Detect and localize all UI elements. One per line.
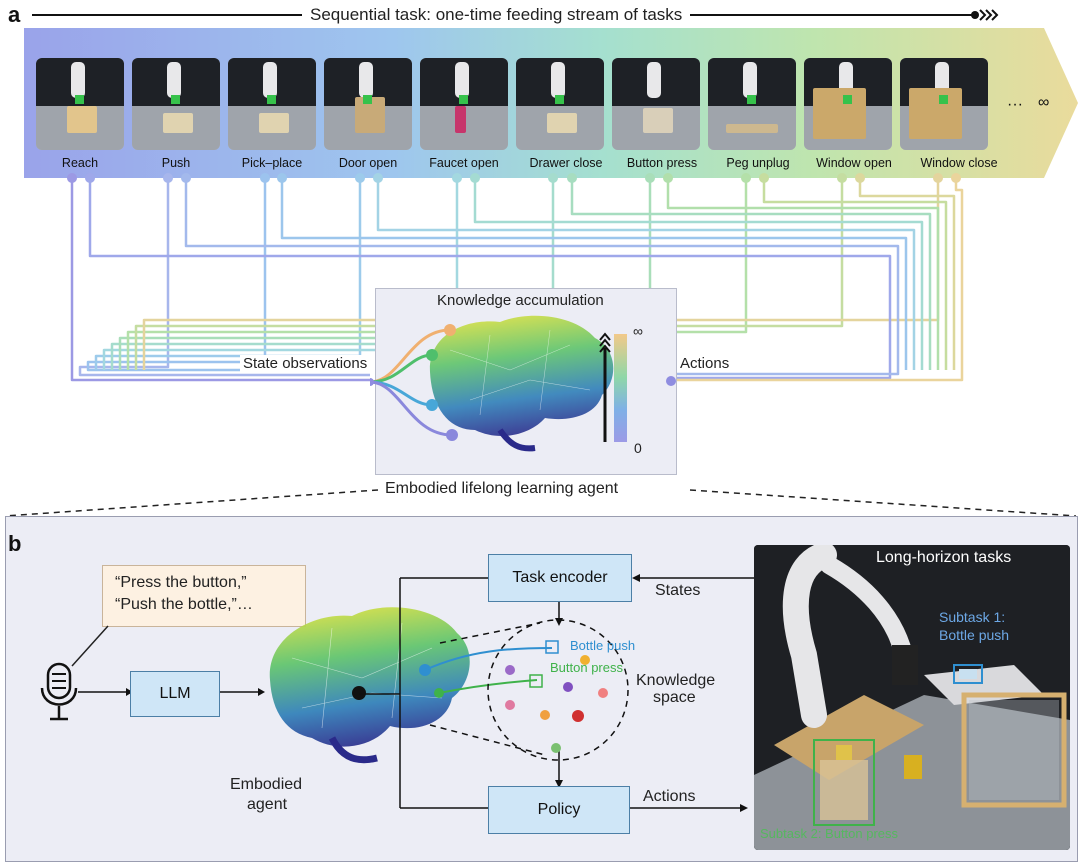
task-label-door-open: Door open xyxy=(338,156,398,170)
embodied-label-2: agent xyxy=(247,796,288,813)
brain-network-a xyxy=(370,315,614,452)
knowledge-space-circle xyxy=(487,619,629,761)
task-thumb-window-close xyxy=(900,58,988,150)
accumulation-colorbar xyxy=(599,332,627,442)
microphone-icon xyxy=(40,625,133,721)
robot-scene xyxy=(754,545,1070,850)
task-label-window-open: Window open xyxy=(816,156,892,170)
colorbar-min-label: 0 xyxy=(634,440,642,456)
knowledge-space-label-2: space xyxy=(653,689,696,706)
task-thumb-pick-place xyxy=(228,58,316,150)
panel-b-label: b xyxy=(8,531,22,556)
subtask-1-label-b: Bottle push xyxy=(939,627,1010,643)
speech-line-1: “Press the button,” xyxy=(115,574,247,591)
states-label: States xyxy=(655,582,701,599)
task-thumb-faucet-open xyxy=(420,58,508,150)
colorbar-max-label: ∞ xyxy=(633,323,643,339)
panel-a-label: a xyxy=(8,2,21,27)
zoom-lines xyxy=(4,489,1077,517)
speech-box: “Press the button,” “Push the bottle,”… xyxy=(102,565,306,627)
knowledge-accumulation-title: Knowledge accumulation xyxy=(437,292,604,309)
task-label-peg-unplug: Peg unplug xyxy=(726,156,790,170)
task-thumb-window-open xyxy=(804,58,892,150)
task-label-reach: Reach xyxy=(61,156,99,170)
task-label-faucet-open: Faucet open xyxy=(429,156,499,170)
embodied-label-1: Embodied xyxy=(230,776,303,793)
more-tasks-ellipsis: ··· xyxy=(1007,96,1023,113)
task-thumb-drawer-close xyxy=(516,58,604,150)
task-thumb-reach xyxy=(36,58,124,150)
task-label-window-close: Window close xyxy=(920,156,998,170)
subtask-2-label: Subtask 2: Button press xyxy=(760,826,899,841)
task-thumb-push xyxy=(132,58,220,150)
long-horizon-photo xyxy=(754,545,1070,850)
task-encoder-box: Task encoder xyxy=(488,554,632,602)
button-press-label: Button press xyxy=(550,660,623,675)
actions-label-b: Actions xyxy=(643,788,696,805)
actions-label: Actions xyxy=(677,355,733,372)
task-label-push: Push xyxy=(161,156,191,170)
task-label-button-press: Button press xyxy=(626,156,698,170)
long-horizon-title: Long-horizon tasks xyxy=(876,549,1012,566)
task-thumb-door-open xyxy=(324,58,412,150)
policy-box: Policy xyxy=(488,786,630,834)
knowledge-space-label-1: Knowledge xyxy=(636,672,716,689)
task-thumb-peg-unplug xyxy=(708,58,796,150)
state-observations-label: State observations xyxy=(240,355,371,372)
llm-arrow xyxy=(220,688,265,696)
task-label-drawer-close: Drawer close xyxy=(529,156,603,170)
speech-line-2: “Push the bottle,”… xyxy=(115,596,253,613)
embodied-agent-title: Embodied lifelong learning agent xyxy=(385,480,619,497)
llm-box: LLM xyxy=(130,671,220,717)
infinity-symbol: ∞ xyxy=(1038,94,1050,111)
actions-node xyxy=(666,376,676,386)
task-label-pick-place: Pick–place xyxy=(241,156,303,170)
bottle-push-label: Bottle push xyxy=(570,638,636,653)
sequence-title: Sequential task: one-time feeding stream… xyxy=(302,5,691,25)
task-thumb-button-press xyxy=(612,58,700,150)
subtask-1-label-a: Subtask 1: xyxy=(939,609,1006,625)
